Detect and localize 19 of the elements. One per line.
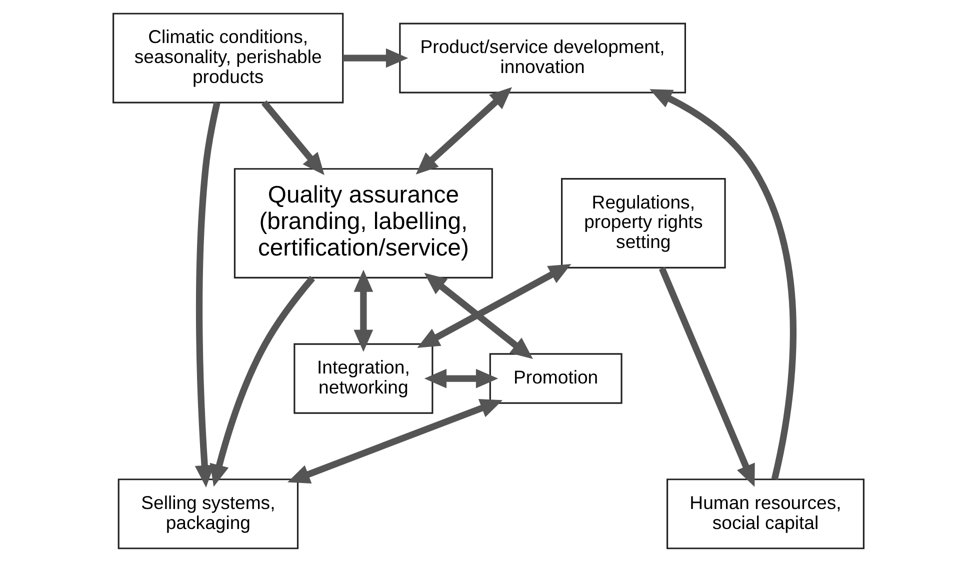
arrow: [261, 100, 324, 176]
arrow: [424, 368, 498, 388]
arrow: [416, 87, 512, 174]
arrow: [354, 270, 374, 352]
node-box: Climatic conditions, seasonality, perishable products: [112, 12, 344, 104]
arrow: [287, 399, 503, 484]
arrow: [342, 48, 408, 68]
node-box: Quality assurance (branding, labelling, certification/service): [234, 168, 493, 278]
node-box: Selling systems, packaging: [118, 478, 299, 550]
node-box: Human resources, social capital: [666, 478, 864, 550]
node-box: Product/service development, innovation: [399, 22, 686, 94]
arrow: [417, 264, 572, 348]
arrow: [424, 272, 533, 360]
node-box: Integration, networking: [294, 343, 434, 414]
arrow: [658, 267, 755, 487]
arrow: [210, 276, 316, 487]
node-box: Regulations, property rights setting: [561, 178, 726, 269]
arrow: [194, 102, 220, 488]
node-box: Promotion: [489, 353, 622, 404]
